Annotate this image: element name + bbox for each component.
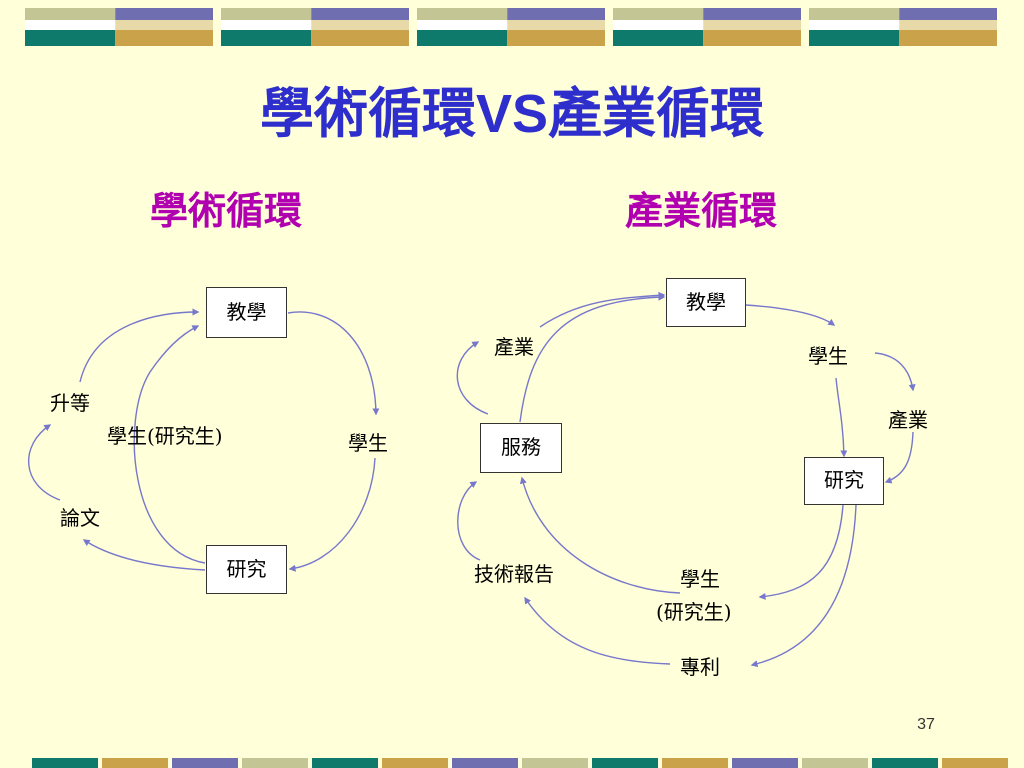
arrow-student-to-research [288,457,376,572]
top-tile-sage [417,8,508,20]
top-tile-cream [899,20,997,30]
top-tile-cream [311,20,409,30]
academic-cycle-title: 學術循環 [150,188,303,233]
top-tile-white [613,20,704,30]
industry-industry-left-label: 產業 [494,335,534,359]
academic-teaching-label: 教學 [226,300,267,324]
main-title-vs: VS [475,84,549,144]
industry-grad-student-label-1: 學生 [680,567,720,591]
arrow-student-to-industry-right [874,352,916,392]
arrow-service-to-teaching [519,293,666,423]
main-title: 學術循環VS產業循環 [0,78,1024,149]
academic-teaching-box: 教學 [206,287,287,338]
bottom-band-block [872,758,938,768]
top-tile-cream [507,20,605,30]
industry-cycle-title: 產業循環 [625,188,778,233]
bottom-band-block [732,758,798,768]
top-tile-teal [613,30,704,46]
bottom-band-block [312,758,378,768]
arrow-industry-to-research [884,431,914,484]
top-tile-teal [809,30,900,46]
top-tile-sage [809,8,900,20]
top-tile-cream [115,20,213,30]
top-tile-tan [507,30,605,46]
top-tile-tan [899,30,997,46]
top-tile-tan [703,30,801,46]
bottom-band-block [32,758,98,768]
bottom-band-block [522,758,588,768]
arrow-grad-student-to-service [519,476,681,594]
industry-teaching-label: 教學 [686,290,726,314]
top-tile-slate [507,8,605,20]
arrow-research-to-patent [750,504,857,668]
bottom-band-block [452,758,518,768]
top-tile-slate [703,8,801,20]
academic-student-label: 學生 [348,431,388,455]
arrow-research-to-grad-student [133,325,206,564]
top-tile-slate [115,8,213,20]
arrow-service-to-industry-left [456,341,489,415]
top-tile-cream [703,20,801,30]
bottom-band-block [102,758,168,768]
bottom-band-block [802,758,868,768]
arrow-research-to-grad-student [758,504,844,600]
top-band-graphic [25,8,997,46]
top-tile-slate [899,8,997,20]
bottom-band-block [172,758,238,768]
industry-patent-label: 專利 [680,655,720,679]
top-tile-white [809,20,900,30]
top-tile-white [417,20,508,30]
top-tile-sage [25,8,116,20]
industry-industry-right-label: 產業 [888,408,928,432]
academic-grad-student-label: 學生(研究生) [107,424,223,448]
bottom-band-block [942,758,1008,768]
arrow-patent-to-tech-report [524,596,671,665]
arrow-teaching-to-student-top [745,304,836,326]
arrow-promotion-to-teaching [79,308,200,383]
bottom-decorative-band [0,752,1024,768]
arrow-teaching-to-student [287,311,380,416]
top-tile-white [25,20,116,30]
top-tile-sage [613,8,704,20]
top-tile-white [221,20,312,30]
bottom-band-block [592,758,658,768]
main-title-academic: 學術循環 [259,81,476,145]
top-tile-sage [221,8,312,20]
industry-teaching-box: 教學 [666,278,746,327]
academic-research-box: 研究 [206,545,287,594]
top-decorative-band [0,0,1024,50]
page-number: 37 [917,716,935,733]
industry-service-box: 服務 [480,423,562,473]
bottom-band-block [382,758,448,768]
top-tile-teal [221,30,312,46]
top-tile-tan [311,30,409,46]
bottom-band-block [662,758,728,768]
industry-research-label: 研究 [824,468,864,492]
top-tile-teal [25,30,116,46]
arrow-paper-to-promotion [27,424,61,501]
bottom-band-graphic [32,758,1008,768]
bottom-band-block [242,758,308,768]
academic-promotion-label: 升等 [50,391,90,415]
academic-research-label: 研究 [226,557,267,581]
industry-service-label: 服務 [501,435,541,459]
top-tile-teal [417,30,508,46]
main-title-industry: 產業循環 [548,81,765,145]
industry-tech-report-label: 技術報告 [474,562,554,586]
top-tile-tan [115,30,213,46]
arrow-research-to-paper [82,539,206,571]
arrow-tech-report-to-service [457,481,481,561]
arrow-student-to-research [835,377,848,458]
industry-research-box: 研究 [804,457,884,505]
academic-paper-label: 論文 [60,506,100,530]
arrow-industry-to-teaching [539,291,666,328]
industry-grad-student-label-2: (研究生) [656,600,732,624]
top-tile-slate [311,8,409,20]
industry-student-top-label: 學生 [808,344,848,368]
